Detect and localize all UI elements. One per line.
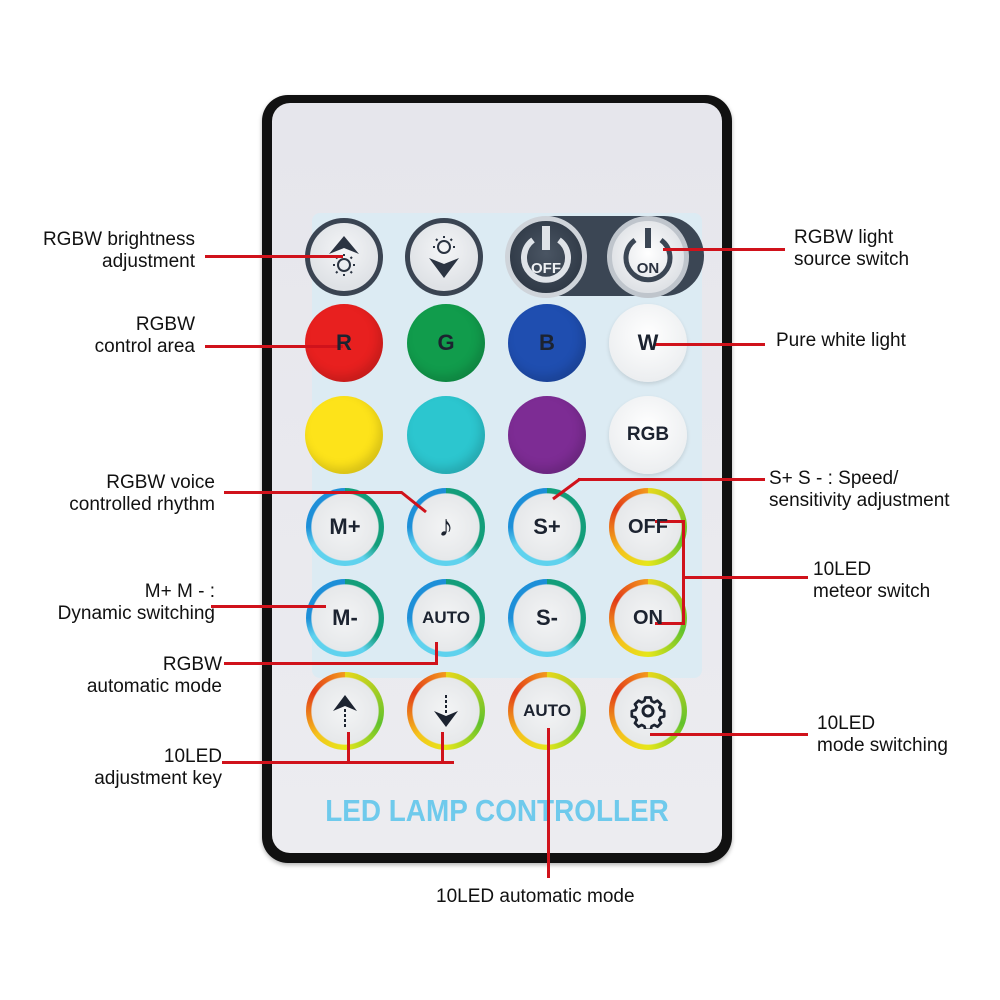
annotation-line: [347, 732, 350, 764]
blue-button[interactable]: B: [508, 304, 586, 382]
green-button[interactable]: G: [407, 304, 485, 382]
annotation-line: [205, 345, 343, 348]
yellow-button[interactable]: [305, 396, 383, 474]
label-led-auto: 10LED automatic mode: [436, 886, 635, 907]
annotation-line: [224, 662, 438, 665]
m-plus-button[interactable]: M+: [306, 488, 384, 566]
annotation-line: [400, 490, 427, 514]
power-icon: [521, 226, 571, 283]
annotation-line: [222, 761, 454, 764]
rgbw-on-button[interactable]: ON: [607, 216, 689, 298]
annotation-line: [578, 478, 765, 481]
rgbw-auto-button[interactable]: AUTO: [407, 579, 485, 657]
s-plus-button[interactable]: S+: [508, 488, 586, 566]
power-icon: [623, 228, 673, 283]
music-note-icon: ♪: [438, 510, 454, 543]
meteor-off-button[interactable]: OFF: [609, 488, 687, 566]
annotation-line: [682, 520, 685, 625]
annotation-line: [547, 728, 550, 878]
purple-button[interactable]: [508, 396, 586, 474]
label-pure-white: Pure white light: [776, 330, 906, 351]
rgb-button[interactable]: RGB: [609, 396, 687, 474]
brightness-down-button[interactable]: [405, 218, 483, 296]
annotation-line: [655, 343, 765, 346]
led-down-button[interactable]: [407, 672, 485, 750]
label-dynamic: M+ M - :Dynamic switching: [57, 581, 215, 624]
annotation-line: [682, 576, 808, 579]
annotation-line: [205, 255, 343, 258]
annotation-line: [655, 520, 685, 523]
brightness-down-icon: [429, 236, 459, 278]
music-button[interactable]: ♪: [407, 488, 485, 566]
s-minus-button[interactable]: S-: [508, 579, 586, 657]
annotation-line: [552, 477, 581, 501]
meteor-on-button[interactable]: ON: [609, 579, 687, 657]
arrow-down-icon: [434, 695, 458, 727]
red-button[interactable]: R: [305, 304, 383, 382]
annotation-line: [655, 622, 685, 625]
annotation-line: [435, 642, 438, 665]
annotation-line: [441, 732, 444, 764]
annotation-line: [650, 733, 808, 736]
annotation-line: [211, 605, 326, 608]
m-minus-button[interactable]: M-: [306, 579, 384, 657]
gear-icon: [630, 696, 666, 729]
arrow-up-icon: [333, 695, 357, 727]
rgbw-off-button[interactable]: OFF: [505, 216, 587, 298]
product-title: LED LAMP CONTROLLER: [325, 793, 669, 828]
annotation-line: [663, 248, 785, 251]
label-speed: S+ S - : Speed/sensitivity adjustment: [769, 468, 950, 511]
cyan-button[interactable]: [407, 396, 485, 474]
led-mode-button[interactable]: [609, 672, 687, 750]
led-up-button[interactable]: [306, 672, 384, 750]
annotation-line: [224, 491, 402, 494]
